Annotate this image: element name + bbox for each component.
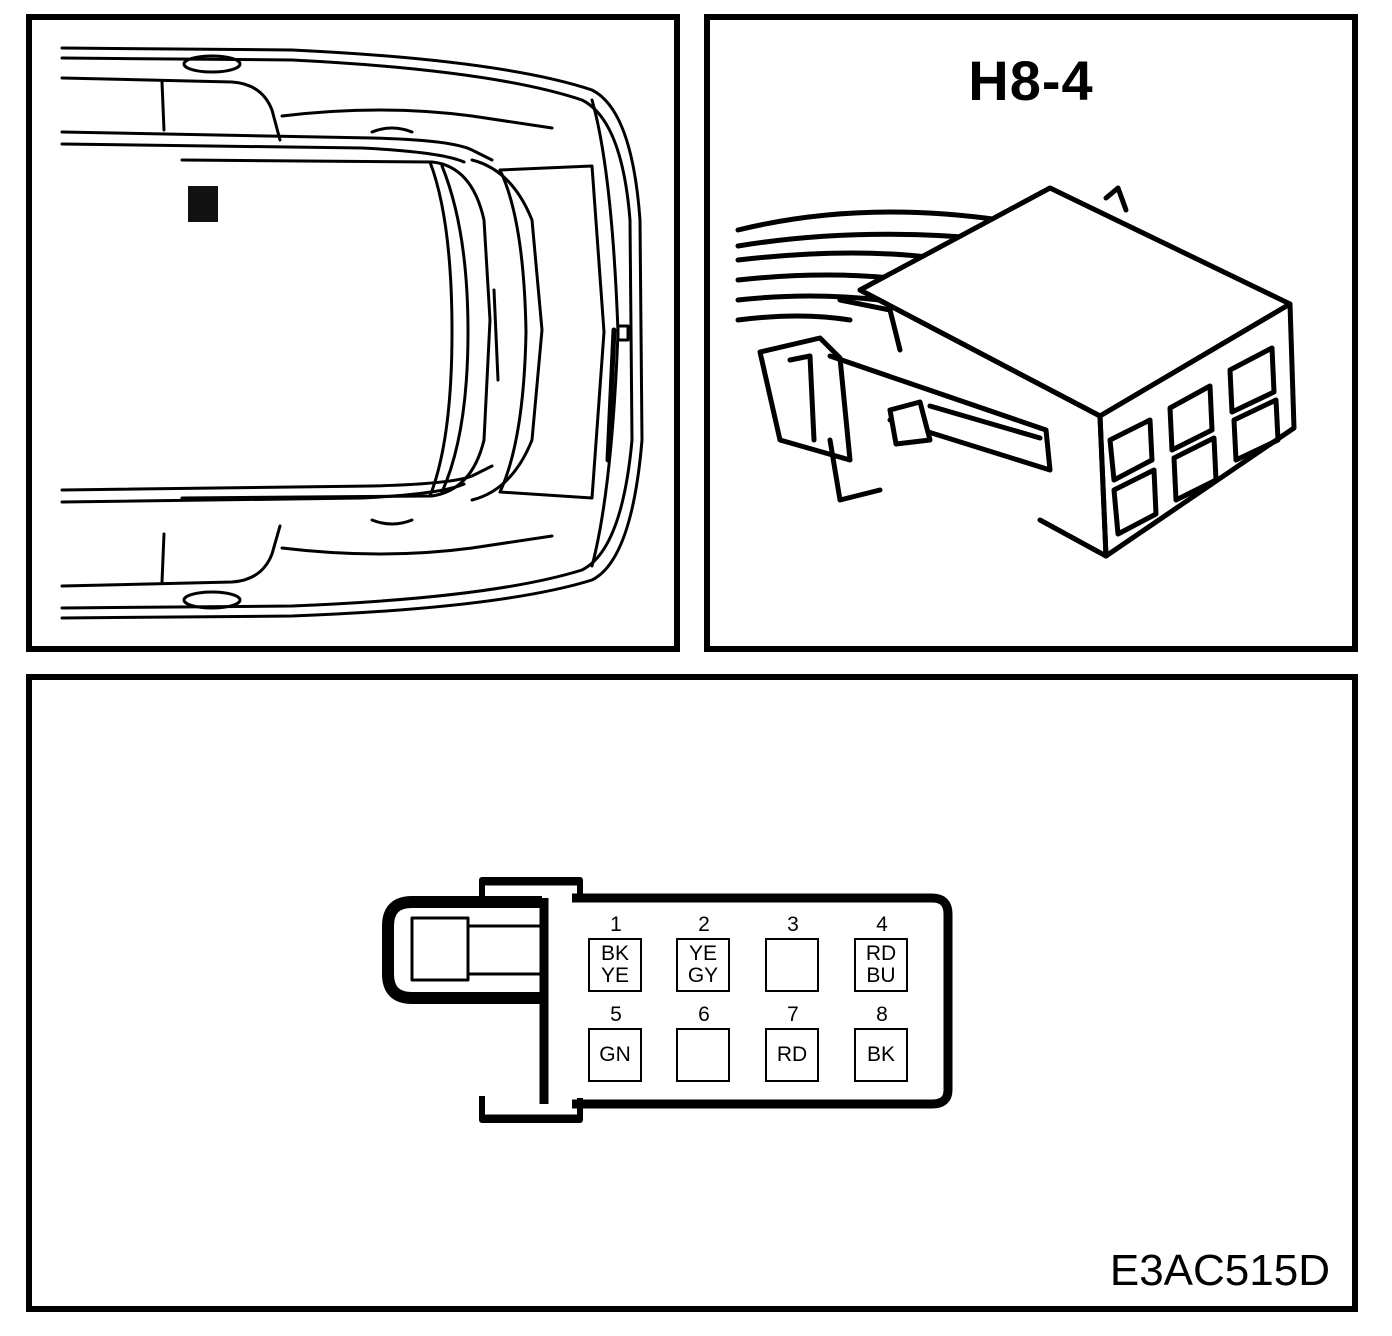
pin-2-wire-color: YE [688,942,717,965]
pin-1-wire-color: BK [600,942,629,965]
pin-cavity-4: RD BU [854,938,908,992]
pin-1-wire-stripe: YE [600,964,629,987]
pinout-panel: 1 2 3 4 BK YE YE GY RD BU 5 6 7 8 GN RD … [26,674,1358,1312]
pin-cavity-5: GN [588,1028,642,1082]
connector-location-marker [188,186,218,222]
pin-cavity-2: YE GY [676,938,730,992]
pin-5-wire-color: GN [599,1043,631,1066]
diagram-reference-code: E3AC515D [1109,1246,1330,1295]
pin-cavity-1: BK YE [588,938,642,992]
connector-face-outline [382,877,953,1123]
pin-cavity-8: BK [854,1028,908,1082]
pin-number-6: 6 [698,1003,710,1026]
pin-number-2: 2 [698,913,710,936]
connector-view-panel: H8-4 [704,14,1358,652]
pin-number-1: 1 [610,913,622,936]
pin-number-4: 4 [876,913,888,936]
pin-cavity-6 [676,1028,730,1082]
vehicle-top-view-drawing [60,46,644,620]
pin-4-wire-stripe: BU [866,964,896,987]
connector-perspective-drawing [735,185,1297,559]
pin-number-5: 5 [610,1003,622,1026]
pin-4-wire-color: RD [865,942,897,965]
pin-7-wire-color: RD [776,1043,808,1066]
pin-number-3: 3 [787,913,799,936]
pin-cavity-3 [765,938,819,992]
vehicle-location-panel [26,14,680,652]
pin-cavity-7: RD [765,1028,819,1082]
pin-8-wire-color: BK [866,1043,895,1066]
connector-title: H8-4 [968,49,1094,112]
pin-number-8: 8 [876,1003,888,1026]
pin-2-wire-stripe: GY [687,964,719,987]
pin-number-7: 7 [787,1003,799,1026]
